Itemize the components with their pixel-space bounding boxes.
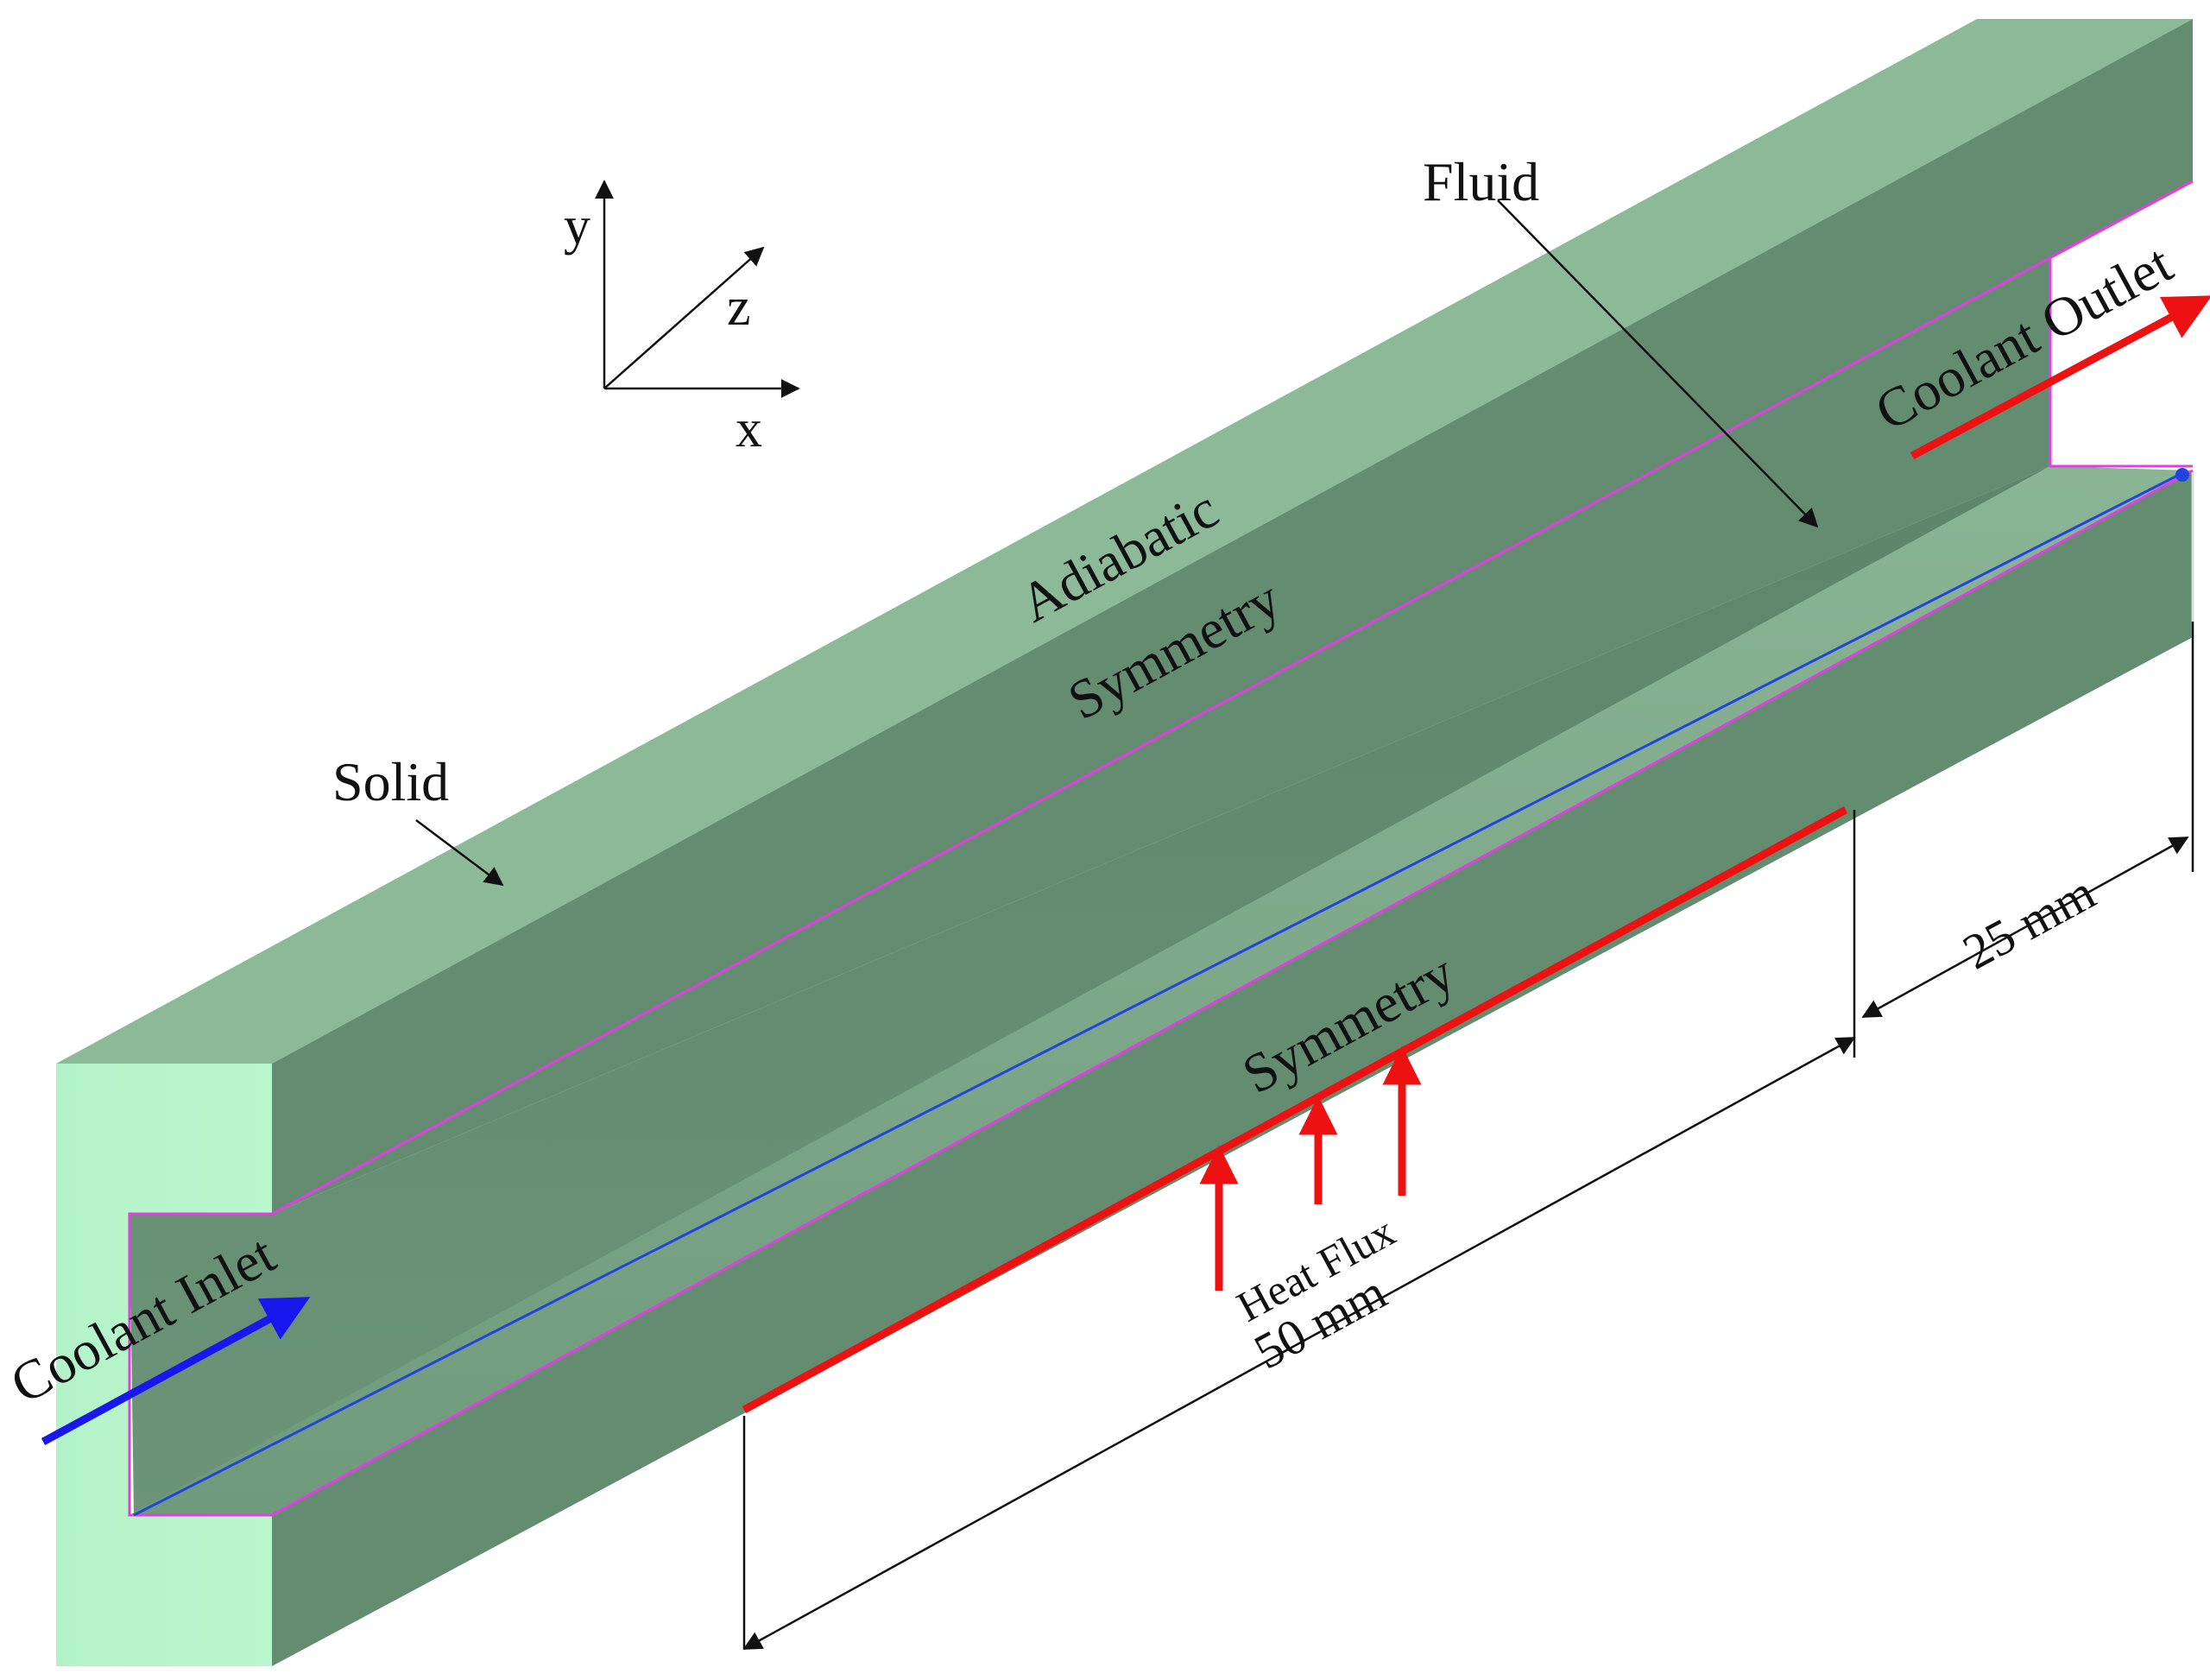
interface-line-front xyxy=(128,1212,272,1517)
symmetry-plane-endpoint xyxy=(2175,468,2189,482)
dim-line-25 xyxy=(1861,836,2189,1019)
inlet-arrow-icon xyxy=(41,1297,311,1445)
axis-label-x: x xyxy=(736,400,762,458)
symmetry-plane-line xyxy=(133,471,2183,1517)
solid-upper-side-face xyxy=(272,19,2193,1214)
solid-top-face xyxy=(56,19,2193,1064)
label-fluid: Fluid xyxy=(1423,151,1539,212)
axis-triad-icon xyxy=(595,180,800,398)
leader-arrow-icon xyxy=(415,819,504,887)
dim-line-50 xyxy=(742,1036,1856,1651)
fluid-channel-floor xyxy=(129,466,2193,1515)
label-dim-25: 25 mm xyxy=(1954,864,2104,981)
interface-line-lower xyxy=(271,469,2194,1517)
outlet-arrow-icon xyxy=(1910,295,2210,459)
interface-line-upper xyxy=(271,180,2194,1216)
leader-arrow-icon xyxy=(1497,199,1819,528)
label-solid: Solid xyxy=(332,751,449,812)
axis-label-y: y xyxy=(564,197,590,256)
axis-label-z: z xyxy=(727,278,751,337)
